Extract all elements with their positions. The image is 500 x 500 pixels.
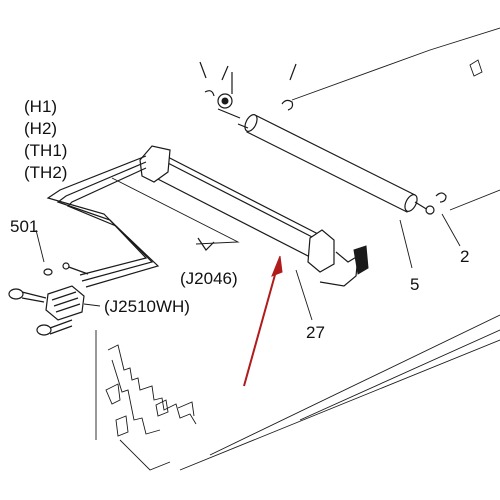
- end-clip: [435, 192, 447, 203]
- label-h2: (H2): [24, 119, 57, 138]
- frame-outline: [179, 27, 500, 471]
- label-h1: (H1): [24, 97, 57, 116]
- arrow-shaft: [243, 263, 279, 387]
- wire-harness: [46, 155, 240, 288]
- connector-j2510wh: [45, 262, 89, 321]
- label-j2046: (J2046): [180, 269, 238, 288]
- lower-bracket: [95, 330, 197, 471]
- label-part-2: 2: [460, 247, 469, 266]
- screw-bottom: [36, 319, 73, 336]
- arrow-head: [271, 255, 283, 277]
- highlight-arrow: [243, 255, 283, 387]
- washer-501: [43, 268, 53, 276]
- heater-assembly: [139, 145, 369, 287]
- drive-gear: [199, 61, 241, 119]
- label-part-5: 5: [410, 275, 419, 294]
- top-clip: [281, 63, 297, 111]
- pressure-roller: [237, 114, 435, 215]
- label-part-27: 27: [306, 323, 325, 342]
- label-j2510wh: (J2510WH): [104, 297, 190, 316]
- label-th2: (TH2): [24, 163, 67, 182]
- screw-top: [8, 288, 47, 303]
- leader-lines: [35, 213, 461, 321]
- label-th1: (TH1): [24, 141, 67, 160]
- label-part-501: 501: [10, 217, 38, 236]
